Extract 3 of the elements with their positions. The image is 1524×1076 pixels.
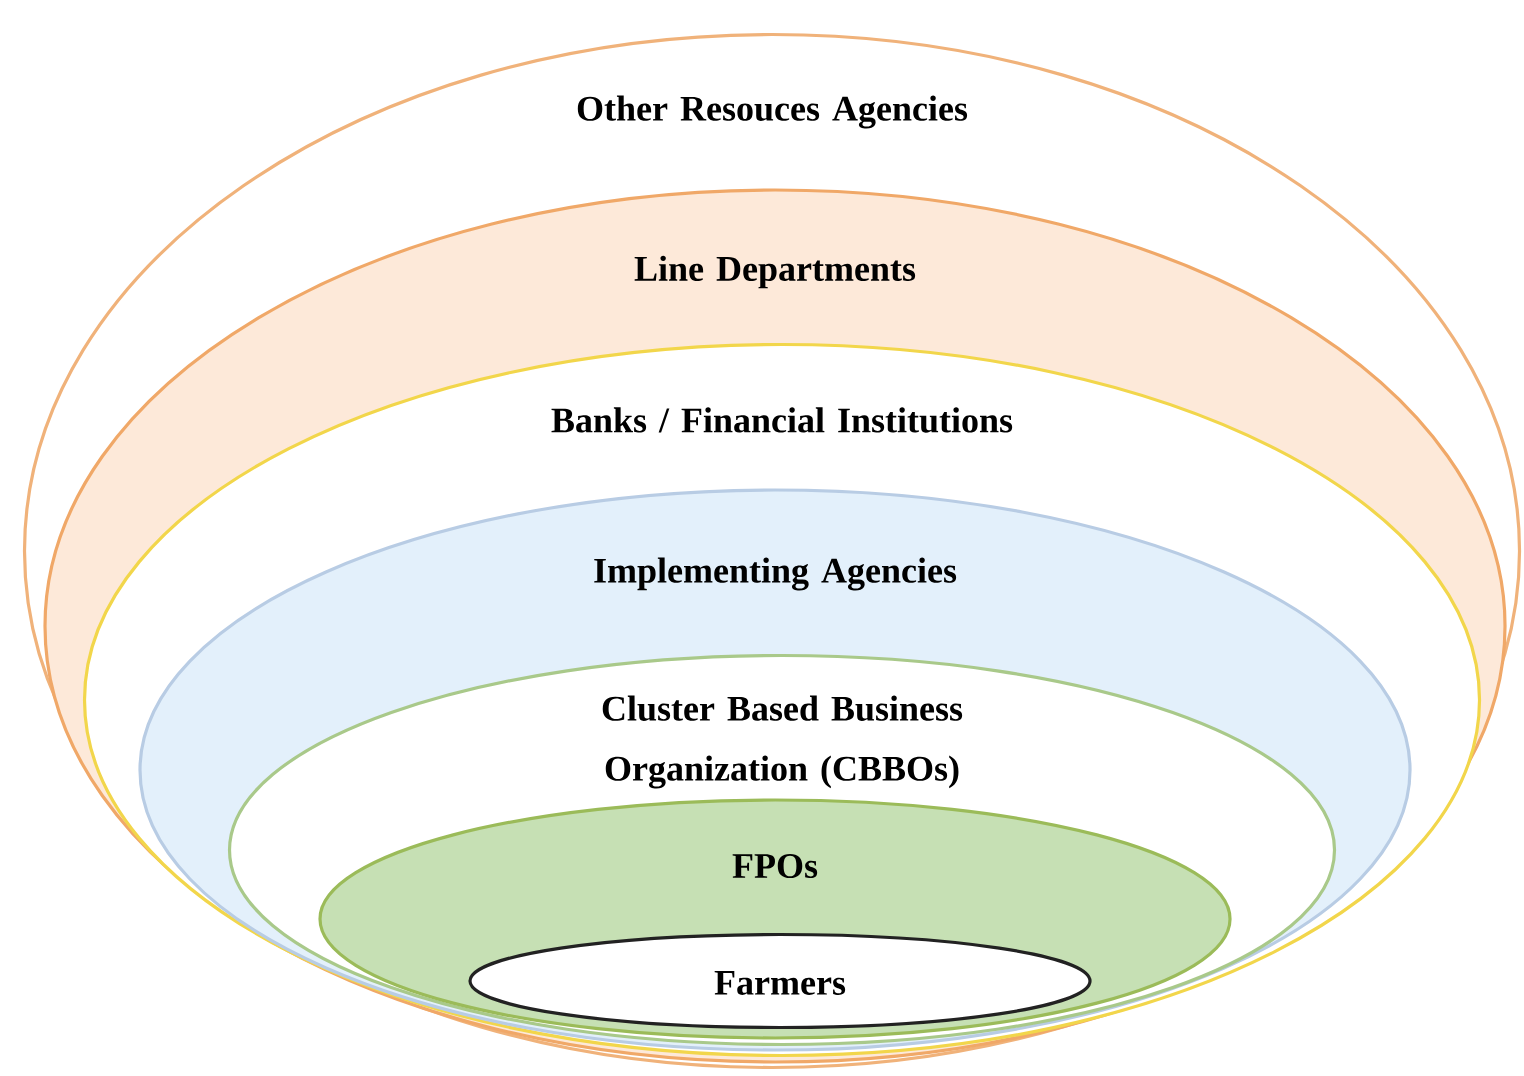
ellipse-band: Farmers xyxy=(468,932,1092,1030)
node-label: Banks / Financial Institutions xyxy=(551,407,1013,433)
node-label: Cluster Based Business Organization (CBBOs) xyxy=(602,695,963,789)
